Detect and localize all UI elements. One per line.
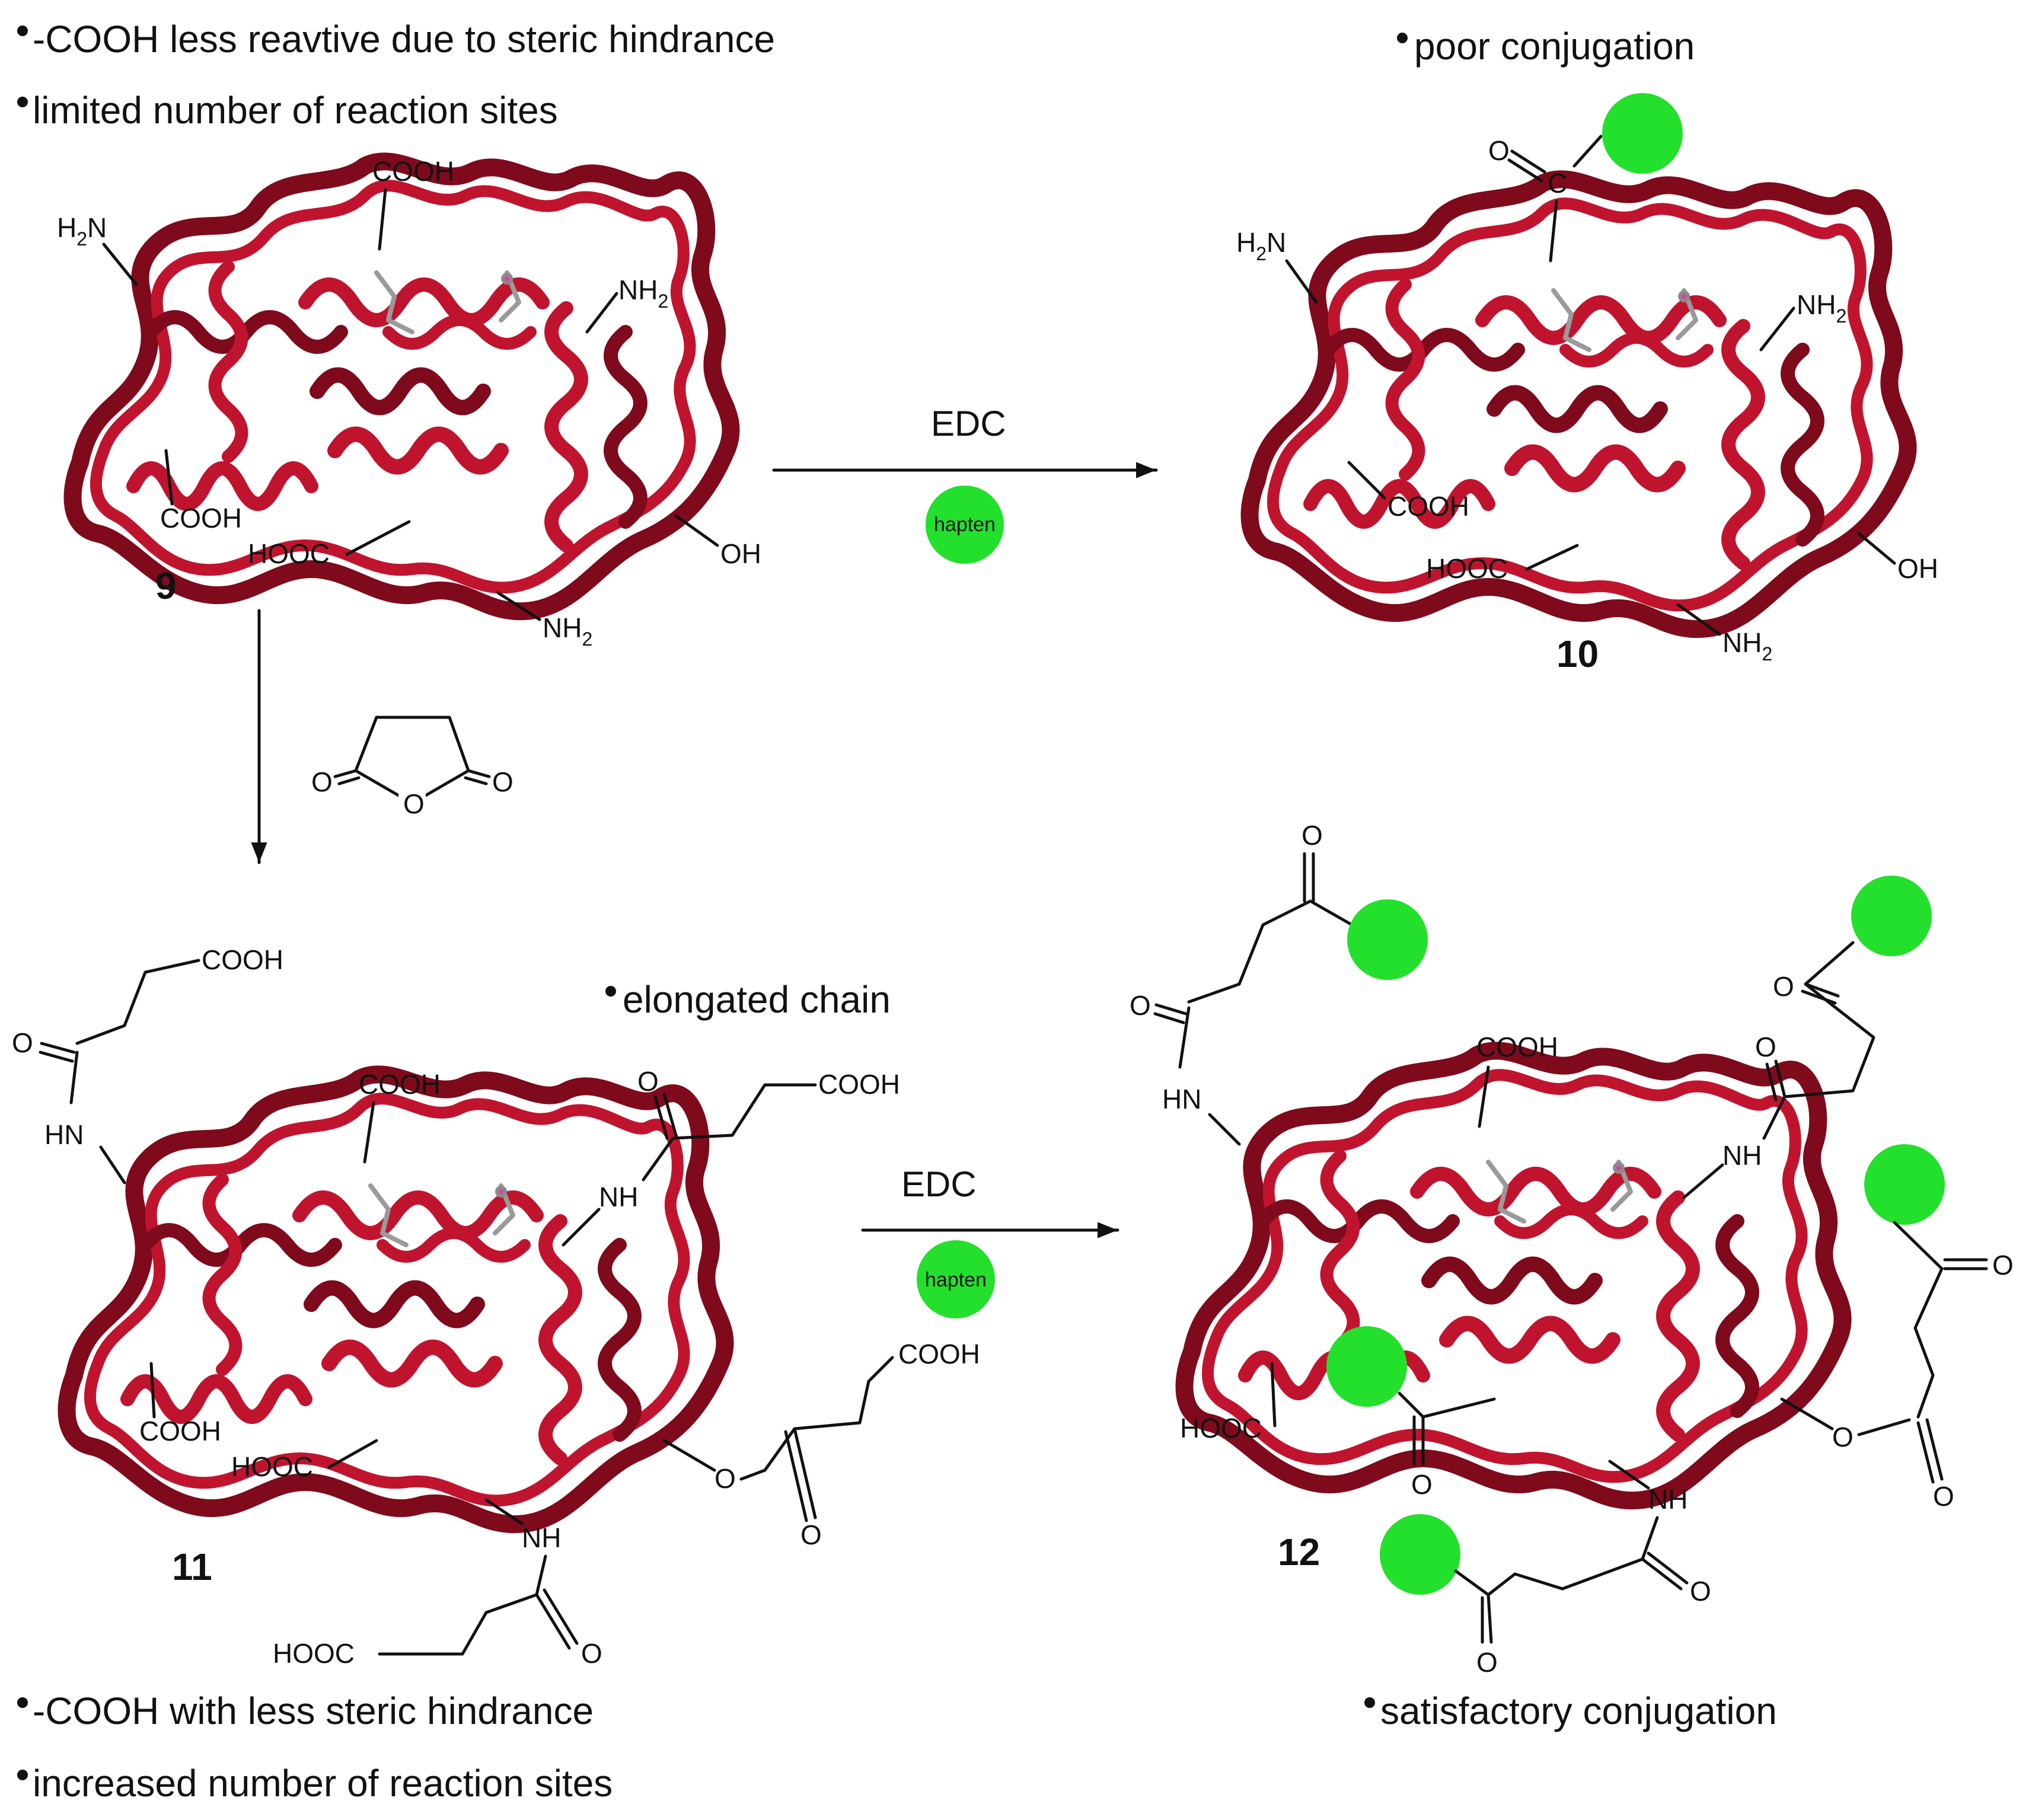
protein-9 [73,161,731,611]
svg-text:COOH: COOH [139,1416,221,1447]
svg-text:NH: NH [599,1182,638,1212]
svg-text:O: O [1773,971,1794,1002]
reagent-edc-bottom: EDC [901,1164,977,1204]
svg-text:hapten: hapten [925,1269,987,1291]
svg-text:HOOC: HOOC [1180,1413,1262,1444]
svg-text:NH2: NH2 [543,612,592,650]
protein-11-groups: COOH O HN COOH O COOH NH COOH HOOC COOH … [12,944,980,1669]
hapten-12-left [1326,1326,1407,1407]
svg-text:increased number of reaction s: increased number of reaction sites [33,1762,613,1805]
svg-text:limited number of reaction sit: limited number of reaction sites [33,89,558,132]
svg-text:COOH: COOH [372,156,454,187]
svg-text:-COOH with less steric hindran: -COOH with less steric hindrance [33,1690,594,1732]
svg-text:O: O [1130,990,1151,1021]
hapten-12-bottom [1380,1514,1460,1595]
svg-text:COOH: COOH [359,1069,441,1100]
protein-11 [67,1074,725,1524]
svg-text:NH2: NH2 [618,274,668,312]
svg-text:-COOH less reavtive due to ste: -COOH less reavtive due to steric hindra… [33,18,775,60]
svg-text:COOH: COOH [202,944,283,975]
svg-text:elongated chain: elongated chain [623,978,891,1021]
svg-text:O: O [1690,1576,1711,1607]
svg-text:NH: NH [522,1522,561,1553]
svg-text:O: O [1411,1469,1433,1500]
note-steric-hindrance: -COOH less reavtive due to steric hindra… [17,18,775,60]
note-poor-conjugation: poor conjugation [1397,25,1695,68]
svg-text:NH2: NH2 [1797,289,1846,327]
hapten-reagent-top: hapten [926,486,1004,564]
svg-text:COOH: COOH [898,1339,980,1369]
svg-text:O: O [12,1027,33,1058]
svg-text:HOOC: HOOC [273,1638,355,1669]
protein-12-groups: O O HN COOH O O NH O O O HOOC [1130,820,2014,1678]
svg-text:O: O [1933,1481,1954,1512]
svg-text:HN: HN [1162,1084,1201,1115]
svg-text:COOH: COOH [818,1069,900,1100]
note-less-steric-hindrance: -COOH with less steric hindrance [17,1690,594,1732]
svg-text:O: O [1755,1032,1776,1062]
svg-text:NH: NH [1722,1140,1762,1171]
svg-text:O: O [311,767,333,797]
svg-text:C: C [1548,168,1567,199]
hapten-12-right [1864,1144,1945,1225]
svg-text:O: O [714,1463,736,1494]
svg-text:HOOC: HOOC [1426,553,1508,584]
svg-text:COOH: COOH [1387,491,1469,522]
svg-text:O: O [1488,135,1510,166]
note-increased-sites: increased number of reaction sites [17,1762,613,1805]
svg-text:satisfactory conjugation: satisfactory conjugation [1380,1690,1777,1732]
svg-text:poor conjugation: poor conjugation [1414,25,1695,68]
svg-text:O: O [1476,1647,1498,1678]
svg-text:OH: OH [720,538,761,569]
svg-text:NH2: NH2 [1722,627,1772,665]
svg-text:O: O [1301,820,1323,851]
svg-text:O: O [581,1638,602,1669]
note-elongated-chain: elongated chain [605,978,891,1021]
compound-10-label: 10 [1556,633,1599,675]
svg-text:HOOC: HOOC [231,1451,313,1482]
note-limited-sites: limited number of reaction sites [17,89,558,132]
compound-11-label: 11 [172,1546,212,1588]
svg-text:H2N: H2N [1236,227,1286,264]
svg-text:O: O [403,788,425,819]
succinic-anhydride: O O O [311,716,513,819]
compound-12-label: 12 [1278,1531,1320,1573]
svg-text:O: O [1992,1250,2014,1281]
svg-text:NH: NH [1648,1484,1688,1515]
svg-text:OH: OH [1897,553,1938,584]
svg-text:O: O [800,1519,822,1550]
protein-10 [1250,179,1908,629]
compound-9-label: 9 [155,564,177,607]
hapten-10 [1602,93,1683,174]
svg-text:O: O [492,767,513,797]
svg-text:HN: HN [44,1119,84,1150]
svg-text:H2N: H2N [57,212,107,250]
hapten-12-top [1347,899,1428,980]
hapten-12-upper-right [1851,876,1932,956]
protein-12 [1185,1051,1843,1500]
svg-text:O: O [637,1066,659,1097]
note-satisfactory-conjugation: satisfactory conjugation [1364,1690,1777,1732]
hapten-reagent-bottom: hapten [917,1240,995,1318]
reagent-edc-top: EDC [931,404,1006,443]
protein-10-groups: H2N O C NH2 COOH HOOC OH NH2 [1236,93,1938,665]
svg-text:O: O [1832,1422,1854,1452]
svg-text:HOOC: HOOC [248,538,330,569]
protein-9-groups: H2N COOH NH2 COOH HOOC OH NH2 [57,156,761,650]
svg-text:hapten: hapten [934,513,996,536]
svg-text:COOH: COOH [1476,1032,1558,1062]
svg-text:COOH: COOH [160,503,242,534]
